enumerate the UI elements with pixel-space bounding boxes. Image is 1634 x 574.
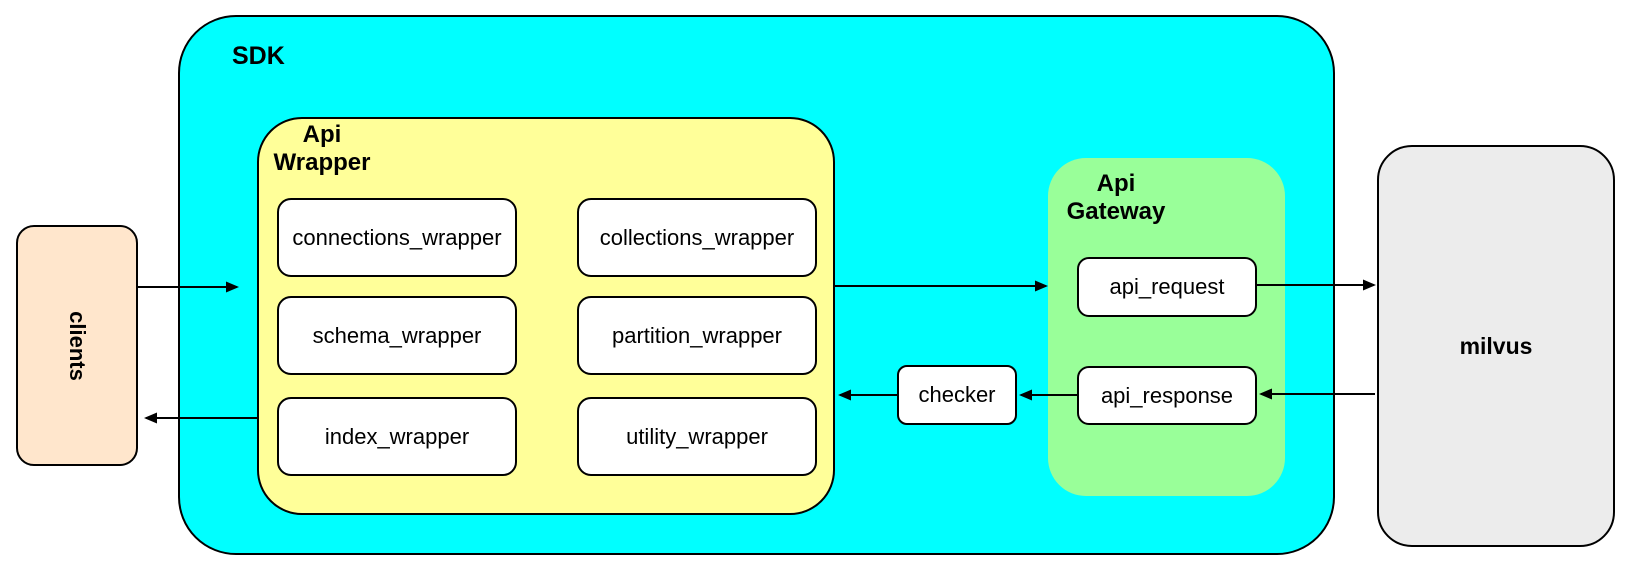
api-request-node: api_request — [1077, 257, 1257, 317]
api-gateway-label: Api Gateway — [1066, 170, 1166, 226]
milvus-label: milvus — [1459, 332, 1533, 359]
clients-label: clients — [64, 310, 90, 381]
module-collections-wrapper: collections_wrapper — [577, 198, 817, 277]
module-schema-wrapper: schema_wrapper — [277, 296, 517, 375]
module-index-wrapper: index_wrapper — [277, 397, 517, 476]
milvus-node: milvus — [1377, 145, 1615, 547]
api-wrapper-label-line2: Wrapper — [273, 149, 371, 176]
sdk-label: SDK — [232, 42, 285, 70]
api-response-node: api_response — [1077, 366, 1257, 425]
module-partition-wrapper: partition_wrapper — [577, 296, 817, 375]
api-gateway-label-line2: Gateway — [1066, 198, 1166, 225]
module-utility-wrapper: utility_wrapper — [577, 397, 817, 476]
checker-node: checker — [897, 365, 1017, 425]
api-gateway-label-line1: Api — [1096, 170, 1136, 197]
api-wrapper-label: Api Wrapper — [262, 121, 382, 177]
clients-node: clients — [16, 225, 138, 466]
module-connections-wrapper: connections_wrapper — [277, 198, 517, 277]
api-wrapper-label-line1: Api — [302, 121, 342, 148]
api-gateway-container — [1048, 158, 1285, 496]
